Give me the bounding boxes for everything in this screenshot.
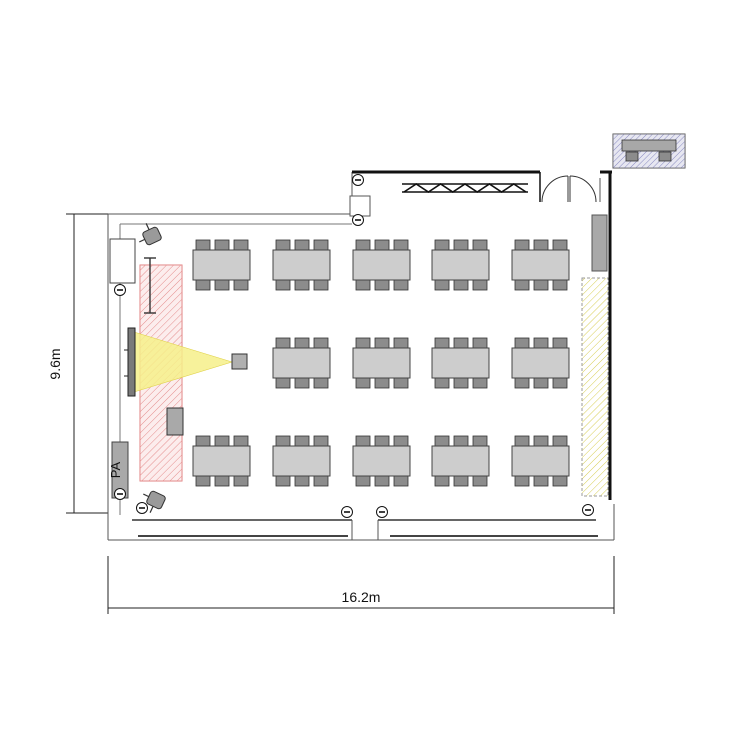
table <box>511 445 570 477</box>
table <box>431 249 490 281</box>
table <box>352 347 411 379</box>
microphone-stand <box>144 257 156 314</box>
entrance-double-door <box>541 175 597 203</box>
table <box>511 347 570 379</box>
outlet-group <box>114 174 594 518</box>
projector-beam <box>133 331 234 393</box>
table-group <box>272 337 331 389</box>
table <box>431 445 490 477</box>
spotlight-top-left <box>139 223 162 246</box>
table <box>192 249 251 281</box>
table-group <box>352 435 411 487</box>
table <box>192 445 251 477</box>
table-group <box>352 239 411 291</box>
height-dimension-label: 9.6m <box>47 348 63 379</box>
width-dimension <box>107 556 615 614</box>
outlet-icon <box>352 174 364 186</box>
table-group <box>431 337 490 389</box>
table-group <box>511 239 570 291</box>
table-group <box>272 435 331 487</box>
table-group <box>431 239 490 291</box>
outlet-icon <box>136 502 148 514</box>
spotlight-bottom-left <box>143 490 166 513</box>
table <box>272 249 331 281</box>
table-group <box>192 239 251 291</box>
table-group <box>352 337 411 389</box>
height-dimension <box>66 213 108 514</box>
outlet-icon <box>114 284 126 296</box>
side-cabinet <box>591 214 608 272</box>
width-dimension-label: 16.2m <box>342 589 381 605</box>
table <box>352 445 411 477</box>
table <box>272 445 331 477</box>
podium <box>166 407 184 436</box>
folding-partition <box>402 183 528 193</box>
projector <box>231 353 248 370</box>
outlet-icon <box>341 506 353 518</box>
outlet-icon <box>352 214 364 226</box>
storage-area <box>612 133 686 169</box>
outlet-icon <box>582 504 594 516</box>
outlet-icon <box>114 488 126 500</box>
projection-screen <box>124 327 136 397</box>
left-wall-cabinet <box>109 238 136 284</box>
pa-label: PA <box>108 461 123 478</box>
table-group <box>511 435 570 487</box>
side-hatched-area <box>581 277 609 497</box>
outlet-icon <box>376 506 388 518</box>
table <box>272 347 331 379</box>
seating-layout <box>192 239 570 487</box>
table-group <box>192 435 251 487</box>
table <box>352 249 411 281</box>
table-group <box>272 239 331 291</box>
table <box>511 249 570 281</box>
table <box>431 347 490 379</box>
table-group <box>431 435 490 487</box>
table-group <box>511 337 570 389</box>
